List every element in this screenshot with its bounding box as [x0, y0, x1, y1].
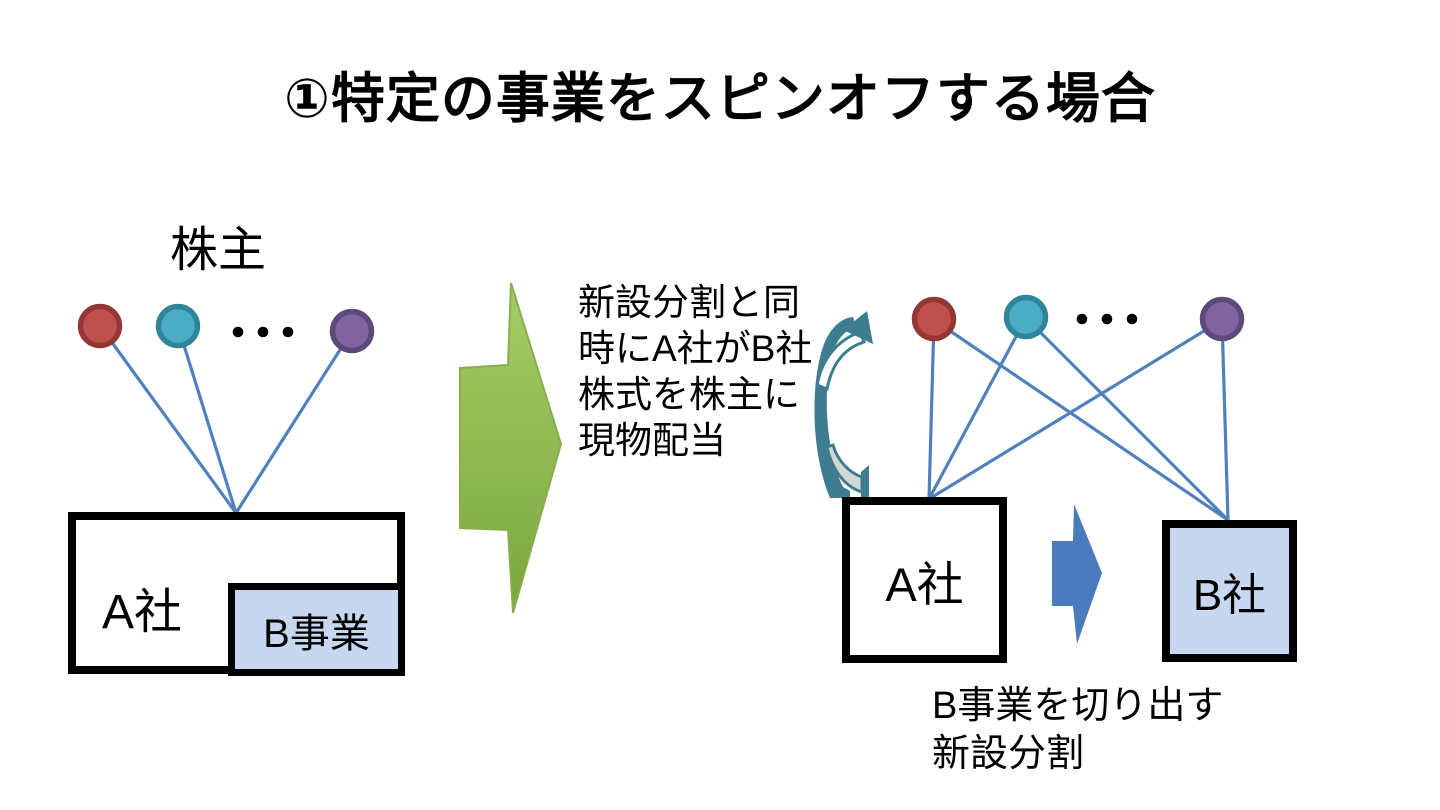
company-a-box-after: A社 — [842, 497, 1007, 663]
ownership-lines-before — [98, 325, 354, 514]
shareholder-purple-circle-before — [329, 308, 375, 354]
company-a-label-after: A社 — [885, 557, 964, 611]
split-caption: B事業を切り出す 新設分割 — [932, 685, 1224, 775]
ownership-lines-after — [927, 316, 1230, 522]
ellipsis-dots-after — [1076, 313, 1138, 325]
business-b-label: B事業 — [263, 611, 370, 656]
ellipsis-dots-before — [232, 326, 294, 338]
transition-note: 新設分割と同 時にA社がB社 株式を株主に 現物配当 — [578, 282, 813, 461]
split-arrow-icon — [1052, 504, 1102, 644]
shareholder-red-circle-before — [77, 303, 123, 349]
shareholders-label: 株主 — [170, 224, 267, 277]
business-b-box: B事業 — [228, 583, 405, 676]
company-a-label-before: A社 — [102, 586, 183, 639]
shareholder-red-circle-after — [911, 296, 957, 342]
slide-title: ①特定の事業をスピンオフする場合 — [284, 69, 1156, 129]
shareholder-teal-circle-after — [1003, 294, 1049, 340]
shareholder-purple-circle-after — [1199, 296, 1245, 342]
transform-arrow-icon — [459, 282, 563, 614]
company-b-box: B社 — [1162, 520, 1297, 662]
dividend-curved-arrow-icon — [814, 311, 873, 498]
shareholder-teal-circle-before — [155, 303, 201, 349]
company-b-label: B社 — [1192, 571, 1267, 620]
